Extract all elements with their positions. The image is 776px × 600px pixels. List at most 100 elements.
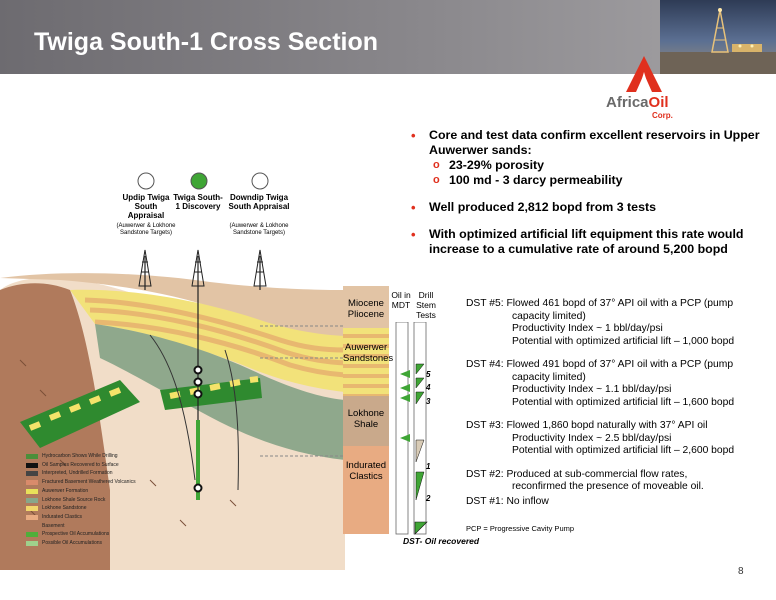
well-target-updip: (Auwerwer & Lokhone Sandstone Targets) [116,223,176,236]
legend-swatch [26,532,38,538]
dst-result: DST #4: Flowed 491 bopd of 37° API oil w… [466,359,771,409]
well-label-discovery: Twiga South-1 Discovery [173,193,223,211]
dst-result-text: Flowed 461 bopd of 37° API oil with a PC… [506,298,734,309]
bullet-text: With optimized artificial lift equipment… [429,227,744,256]
fault-line [224,349,239,491]
dst-result-line: reconfirmed the presence of moveable oil… [512,481,704,492]
dst-result-label: DST #3: [466,420,504,431]
miocene-pliocene-layer [0,273,345,340]
legend-item: Indurated Clastics [26,513,136,522]
prospective-oil-accumulation [160,378,262,410]
bullet-point: • Core and test data confirm excellent r… [411,128,771,188]
legend-label: Auwerwer Formation [42,487,89,494]
bullet-dot-icon: • [411,227,416,242]
legend-label: Prospective Oil Accumulations [42,531,110,538]
legend-item: Lokhone Shale Source Rock [26,496,136,505]
oil-sample-marker [193,389,203,399]
legend-item: Auwerwer Formation [26,487,136,496]
dst-interval-markers [415,363,425,501]
dst-result-text: Flowed 1,860 bopd naturally with 37° API… [506,420,708,431]
legend-label: Oil Samples Recovered to Surface [42,461,119,468]
dst-number-5: 5 [426,370,431,379]
bullet-point: • Well produced 2,812 bopd from 3 tests [411,200,771,215]
sub-bullet: o 100 md - 3 darcy permeability [429,173,771,188]
logo-wordmark: AfricaOil [606,94,669,111]
slide-header-bar: Twiga South-1 Cross Section [0,0,776,74]
cross-section-diagram [0,249,345,570]
dst-result-label: DST #4: [466,359,504,370]
well-status-circle-downdip [251,172,269,190]
strat-unit-auwerwer: Auwerwer Sandstones [343,328,393,396]
dst-result-line: capacity limited) [512,310,586,322]
oil-sample-marker [193,377,203,387]
dst-result-first-line: DST #1: No inflow [466,496,549,507]
legend-label: Fractured Basement Weathered Volcanics [42,479,136,486]
mdt-column [395,322,409,535]
sub-bullet-circle-icon: o [433,174,440,186]
dst-result-line: Productivity Index ~ 1 bbl/day/psi [512,323,663,334]
legend-label: Interpreted, Undrilled Formation [42,470,113,477]
page-number: 8 [738,566,744,577]
oil-in-mdt-arrows [400,370,410,442]
legend-item: Lokhone Sandstone [26,504,136,513]
legend-swatch [26,541,38,547]
strat-unit-miocene: Miocene Pliocene [343,286,389,328]
legend-item: Hydrocarbon Shows While Drilling [26,452,136,461]
dst-result: DST #2: Produced at sub-commercial flow … [466,469,771,494]
legend-label: Hydrocarbon Shows While Drilling [42,453,118,459]
legend-item: Basement [26,522,136,531]
legend-swatch [26,462,38,468]
dst-result-line: Potential with optimized artificial lift… [512,335,735,347]
logo-word-oil: Oil [648,94,669,111]
dst-result-line: capacity limited) [512,371,586,383]
oil-accumulation-hatch [28,387,122,431]
dst-results-list: DST #5: Flowed 461 bopd of 37° API oil w… [466,298,771,510]
sub-bullet-text: 23-29% porosity [449,158,545,172]
well-target-downdip: (Auwerwer & Lokhone Sandstone Targets) [229,223,289,236]
legend-swatch [26,488,38,494]
legend-swatch [26,523,38,529]
basement-texture [19,359,237,527]
fault-line [149,334,196,481]
legend-label: Indurated Clastics [42,513,83,520]
dst-number-4: 4 [426,383,431,392]
dst-result-line: Productivity Index ~ 2.5 bbl/day/psi [512,432,672,444]
well-status-circle-updip [137,172,155,190]
legend-label: Lokhone Shale Source Rock [42,496,106,503]
strat-unit-indurated: Indurated Clastics [343,446,389,534]
legend-item: Interpreted, Undrilled Formation [26,469,136,478]
logo-corp: Corp. [652,111,673,120]
dst-column [413,322,427,535]
dst-result-first-line: DST #5: Flowed 461 bopd of 37° API oil w… [466,298,733,309]
dst-oil-key-icon [414,521,428,535]
key-points-list: • Core and test data confirm excellent r… [411,128,771,265]
dst-result-first-line: DST #2: Produced at sub-commercial flow … [466,469,687,480]
dst-result-label: DST #5: [466,298,504,309]
dst-result: DST #3: Flowed 1,860 bopd naturally with… [466,420,771,458]
dst-number-3: 3 [426,397,431,406]
dst-oil-recovered-label: DST- Oil recovered [403,536,480,546]
legend-item: Oil Samples Recovered to Surface [26,461,136,470]
slide-title: Twiga South-1 Cross Section [34,28,379,56]
sub-bullet-text: 100 md - 3 darcy permeability [449,173,623,187]
africa-oil-logo: AfricaOil Corp. [604,56,728,124]
oil-sample-marker [193,483,203,493]
well-status-circles [137,172,269,190]
dst-result-first-line: DST #4: Flowed 491 bopd of 37° API oil w… [466,359,733,370]
auwerwer-stripe [84,297,345,353]
dst-number-1: 1 [426,462,431,471]
legend-swatch [26,471,38,477]
oil-sample-marker [193,365,203,375]
legend-swatch [26,506,38,512]
pcp-footnote: PCP = Progressive Cavity Pump [466,524,575,533]
legend-item: Possible Oil Accumulations [26,539,136,548]
bullet-text: Well produced 2,812 bopd from 3 tests [429,200,656,214]
well-label-updip: Updip Twiga South Appraisal [122,193,170,220]
dst-number-2: 2 [426,494,431,503]
auwerwer-stripe [94,319,345,378]
dst-result-line: Productivity Index ~ 1.1 bbl/day/psi [512,384,672,395]
dst-result-text: Flowed 491 bopd of 37° API oil with a PC… [506,359,734,370]
logo-triangle-icon [626,56,662,92]
